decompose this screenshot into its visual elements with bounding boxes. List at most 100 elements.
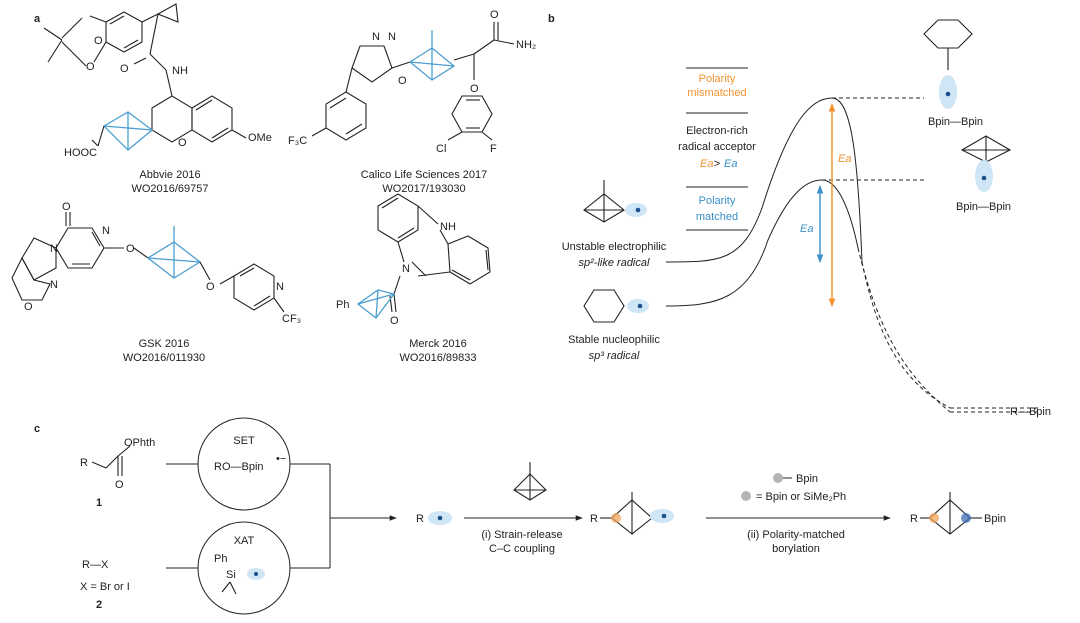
xat-si: Si: [226, 569, 236, 581]
bcp-radical-intermediate: [600, 492, 674, 535]
mismatched-line1: Polarity: [699, 73, 736, 85]
inequality-op: >: [714, 158, 720, 170]
product-bpin: Bpin: [984, 513, 1006, 525]
acceptor-line2: radical acceptor: [678, 141, 756, 153]
compound-2-label: 2: [96, 599, 102, 611]
gsk-atom-n3: N: [50, 279, 58, 291]
halide-r: R—X: [82, 559, 109, 571]
panel-label-c: c: [34, 423, 40, 435]
bcp-intermediate-r: R: [590, 513, 598, 525]
gsk-atom-n4: N: [276, 281, 284, 293]
panel-label-a: a: [34, 13, 41, 25]
stable-radical-label1: Stable nucleophilic: [568, 334, 660, 346]
abbvie-atom-nh: NH: [172, 65, 188, 77]
abbvie-atom-o4: O: [178, 137, 187, 149]
calico-atom-n2: N: [388, 31, 396, 43]
product-r: R: [910, 513, 918, 525]
final-product-structure: [920, 492, 982, 535]
acid-o: O: [115, 479, 124, 491]
grey-ball-def: [741, 491, 751, 501]
step1-line1: (i) Strain-release: [481, 529, 562, 541]
propellane-structure: [513, 462, 547, 501]
inequality-lhs: Ea: [700, 158, 713, 170]
calico-structure: [311, 22, 515, 141]
merck-atom-ph: Ph: [336, 299, 349, 311]
gsk-company: GSK 2016: [139, 338, 190, 350]
acid-r: R: [80, 457, 88, 469]
bcp-radical-icon: [583, 180, 647, 223]
compound-1-label: 1: [96, 497, 102, 509]
gsk-atom-n2: N: [50, 243, 58, 255]
ea-label-orange: Ea: [838, 153, 851, 165]
abbvie-atom-o1: O: [94, 35, 103, 47]
ts-cyclohexyl-structure: [923, 19, 973, 109]
inequality-rhs: Ea: [724, 158, 737, 170]
unstable-radical-label2: sp²-like radical: [579, 257, 650, 269]
merck-atom-nh: NH: [440, 221, 456, 233]
gsk-atom-cf3: CF₃: [282, 313, 301, 325]
stable-radical-label2: sp³ radical: [589, 350, 640, 362]
gsk-atom-o1: O: [62, 201, 71, 213]
calico-atom-o: O: [398, 75, 407, 87]
bpin-def: = Bpin or SiMe₂Ph: [756, 491, 846, 503]
matched-curve: [665, 179, 859, 307]
set-label: SET: [233, 435, 255, 447]
radical-r: R: [416, 513, 424, 525]
calico-company: Calico Life Sciences 2017: [361, 169, 488, 181]
mismatched-curve: [665, 97, 863, 263]
radical-r-lobe: [428, 511, 452, 525]
calico-atom-nh2: NH₂: [516, 39, 536, 51]
acid-ophth: OPhth: [124, 437, 155, 449]
energy-legend-lines: [686, 67, 748, 231]
unstable-radical-label1: Unstable electrophilic: [562, 241, 667, 253]
calico-atom-cl: Cl: [436, 143, 446, 155]
step1-line2: C–C coupling: [489, 543, 555, 555]
ea-label-blue: Ea: [800, 223, 813, 235]
xat-ph: Ph: [214, 553, 227, 565]
panel-label-b: b: [548, 13, 555, 25]
halide-def: X = Br or I: [80, 581, 130, 593]
abbvie-structure: [43, 3, 247, 151]
step2-line1: (ii) Polarity-matched: [747, 529, 845, 541]
calico-atom-f: F: [490, 143, 497, 155]
merck-structure: [356, 193, 491, 319]
abbvie-atom-o3: O: [120, 63, 129, 75]
ts1-bpin-bpin: Bpin—Bpin: [928, 116, 983, 128]
xat-label: XAT: [234, 535, 255, 547]
acceptor-line1: Electron-rich: [686, 125, 748, 137]
calico-patent: WO2017/193030: [382, 183, 465, 195]
abbvie-atom-ome: OMe: [248, 132, 272, 144]
merck-company: Merck 2016: [409, 338, 466, 350]
abbvie-atom-hooc: HOOC: [64, 147, 97, 159]
calico-atom-n1: N: [372, 31, 380, 43]
mismatched-line2: mismatched: [687, 87, 746, 99]
carboxylic-ester-structure: [91, 445, 131, 476]
abbvie-patent: WO2016/69757: [131, 183, 208, 195]
matched-line1: Polarity: [699, 195, 736, 207]
bpin-key: Bpin: [796, 473, 818, 485]
abbvie-atom-o2: O: [86, 61, 95, 73]
set-radical-anion: •−: [276, 453, 286, 465]
gsk-patent: WO2016/011930: [123, 352, 205, 364]
calico-atom-o2: O: [490, 9, 499, 21]
merck-atom-n: N: [402, 263, 410, 275]
matched-curve-dashed: [857, 247, 951, 413]
matched-line2: matched: [696, 211, 738, 223]
abbvie-company: Abbvie 2016: [139, 169, 200, 181]
gsk-atom-o4: O: [206, 281, 215, 293]
ts2-bpin-bpin: Bpin—Bpin: [956, 201, 1011, 213]
merck-patent: WO2016/89833: [399, 352, 476, 364]
set-reagent: RO—Bpin: [214, 461, 264, 473]
cyclohexyl-radical-icon: [583, 289, 649, 323]
gsk-atom-n1: N: [102, 225, 110, 237]
product-r-bpin: R—Bpin: [1010, 406, 1051, 418]
gsk-structure: [11, 212, 285, 313]
mismatched-curve-dashed: [861, 261, 951, 409]
gsk-atom-o2: O: [24, 301, 33, 313]
gsk-atom-o3: O: [126, 243, 135, 255]
calico-atom-o3: O: [470, 83, 479, 95]
step2-line2: borylation: [772, 543, 820, 555]
ts-bcp-structure: [960, 135, 1012, 192]
merck-atom-o: O: [390, 315, 399, 327]
